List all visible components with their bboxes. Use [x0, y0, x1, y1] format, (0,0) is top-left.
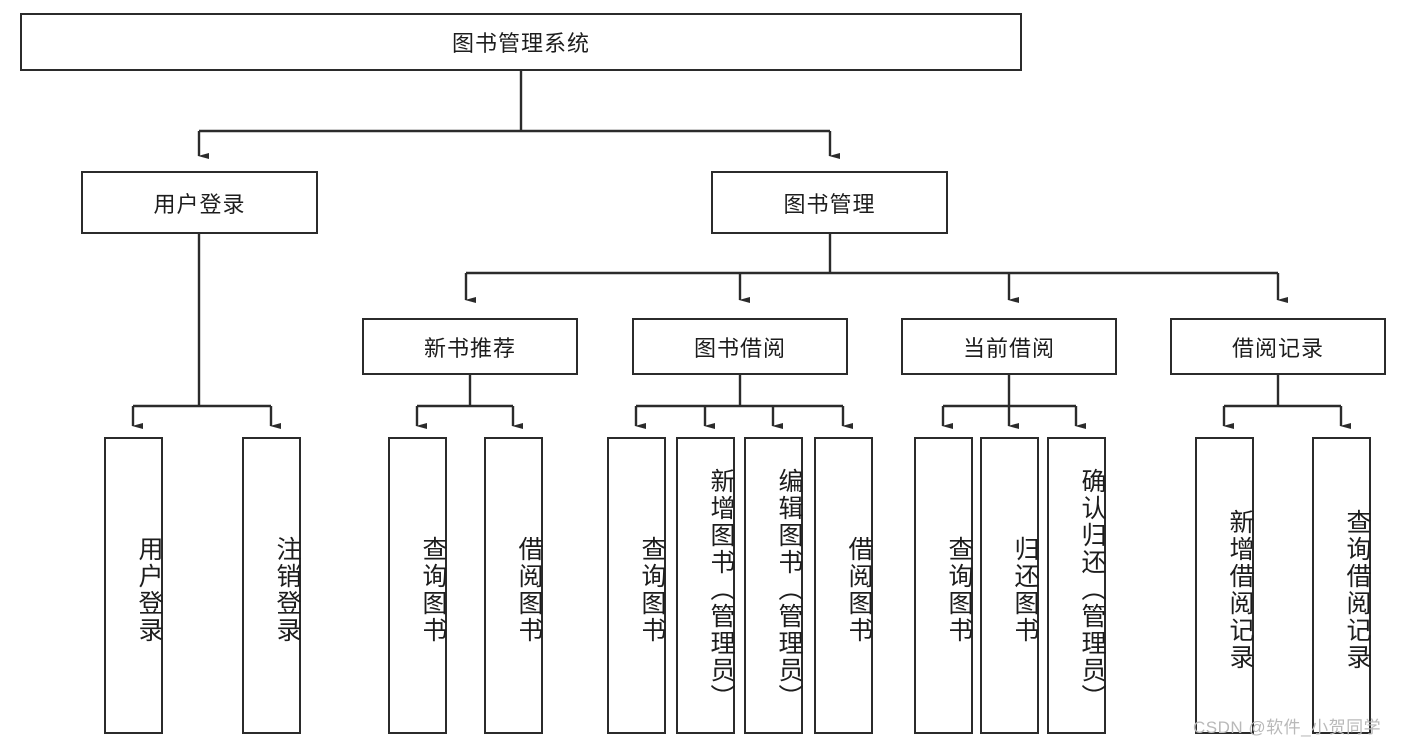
- leaf-user-login-label: 用户登录: [135, 535, 163, 644]
- node-book-manage-label: 图书管理: [783, 191, 876, 217]
- node-new-book-recommend-label: 新书推荐: [423, 335, 516, 361]
- node-book-borrow-label: 图书借阅: [693, 335, 786, 361]
- leaf-return-book[interactable]: 归还图书: [980, 437, 1039, 734]
- leaf-query-book-current-label: 查询图书: [945, 535, 973, 644]
- leaf-query-book-borrow[interactable]: 查询图书: [607, 437, 666, 734]
- node-user-login[interactable]: 用户登录: [81, 171, 318, 234]
- leaf-query-book-current[interactable]: 查询图书: [914, 437, 973, 734]
- leaf-query-book-recommend[interactable]: 查询图书: [388, 437, 447, 734]
- leaf-add-borrow-record[interactable]: 新增借阅记录: [1195, 437, 1254, 734]
- leaf-edit-book-admin[interactable]: 编辑图书（管理员）: [744, 437, 803, 734]
- leaf-borrow-book-recommend[interactable]: 借阅图书: [484, 437, 543, 734]
- leaf-add-book-admin-label: 新增图书（管理员）: [707, 468, 735, 711]
- node-book-borrow[interactable]: 图书借阅: [632, 318, 848, 375]
- node-new-book-recommend[interactable]: 新书推荐: [362, 318, 578, 375]
- leaf-edit-book-admin-label: 编辑图书（管理员）: [775, 468, 803, 711]
- leaf-add-borrow-record-label: 新增借阅记录: [1226, 508, 1254, 671]
- csdn-watermark: CSDN @软件_小贺同学: [1193, 718, 1382, 737]
- leaf-query-borrow-record-label: 查询借阅记录: [1343, 508, 1371, 671]
- node-current-borrow[interactable]: 当前借阅: [901, 318, 1117, 375]
- leaf-logout-label: 注销登录: [273, 535, 301, 644]
- leaf-query-book-borrow-label: 查询图书: [638, 535, 666, 644]
- node-user-login-label: 用户登录: [153, 191, 246, 217]
- leaf-logout[interactable]: 注销登录: [242, 437, 301, 734]
- node-borrow-record-label: 借阅记录: [1231, 335, 1324, 361]
- leaf-confirm-return-admin[interactable]: 确认归还（管理员）: [1047, 437, 1106, 734]
- leaf-return-book-label: 归还图书: [1011, 535, 1039, 644]
- leaf-user-login[interactable]: 用户登录: [104, 437, 163, 734]
- leaf-borrow-book-recommend-label: 借阅图书: [515, 535, 543, 644]
- node-borrow-record[interactable]: 借阅记录: [1170, 318, 1386, 375]
- leaf-confirm-return-admin-label: 确认归还（管理员）: [1078, 468, 1106, 711]
- leaf-query-borrow-record[interactable]: 查询借阅记录: [1312, 437, 1371, 734]
- node-root[interactable]: 图书管理系统: [20, 13, 1022, 71]
- node-current-borrow-label: 当前借阅: [962, 335, 1055, 361]
- leaf-query-book-recommend-label: 查询图书: [419, 535, 447, 644]
- node-root-label: 图书管理系统: [451, 31, 590, 56]
- node-book-manage[interactable]: 图书管理: [711, 171, 948, 234]
- leaf-borrow-book-borrow[interactable]: 借阅图书: [814, 437, 873, 734]
- leaf-borrow-book-borrow-label: 借阅图书: [845, 535, 873, 644]
- leaf-add-book-admin[interactable]: 新增图书（管理员）: [676, 437, 735, 734]
